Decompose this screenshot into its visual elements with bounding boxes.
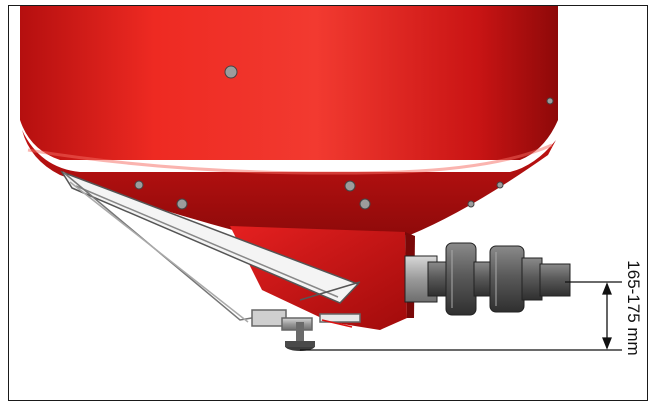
coupling: [404, 242, 571, 316]
hopper-cylinder: [20, 6, 558, 160]
hopper-cone: [22, 130, 556, 235]
arrow-up-icon: [602, 282, 612, 295]
chute: [60, 170, 361, 323]
dimension-label: 165-175 mm: [624, 260, 643, 356]
arrow-down-icon: [602, 337, 612, 350]
levelling-foot: [285, 322, 315, 351]
dimension-lines: [300, 281, 622, 351]
bolt-icons: [134, 65, 554, 210]
